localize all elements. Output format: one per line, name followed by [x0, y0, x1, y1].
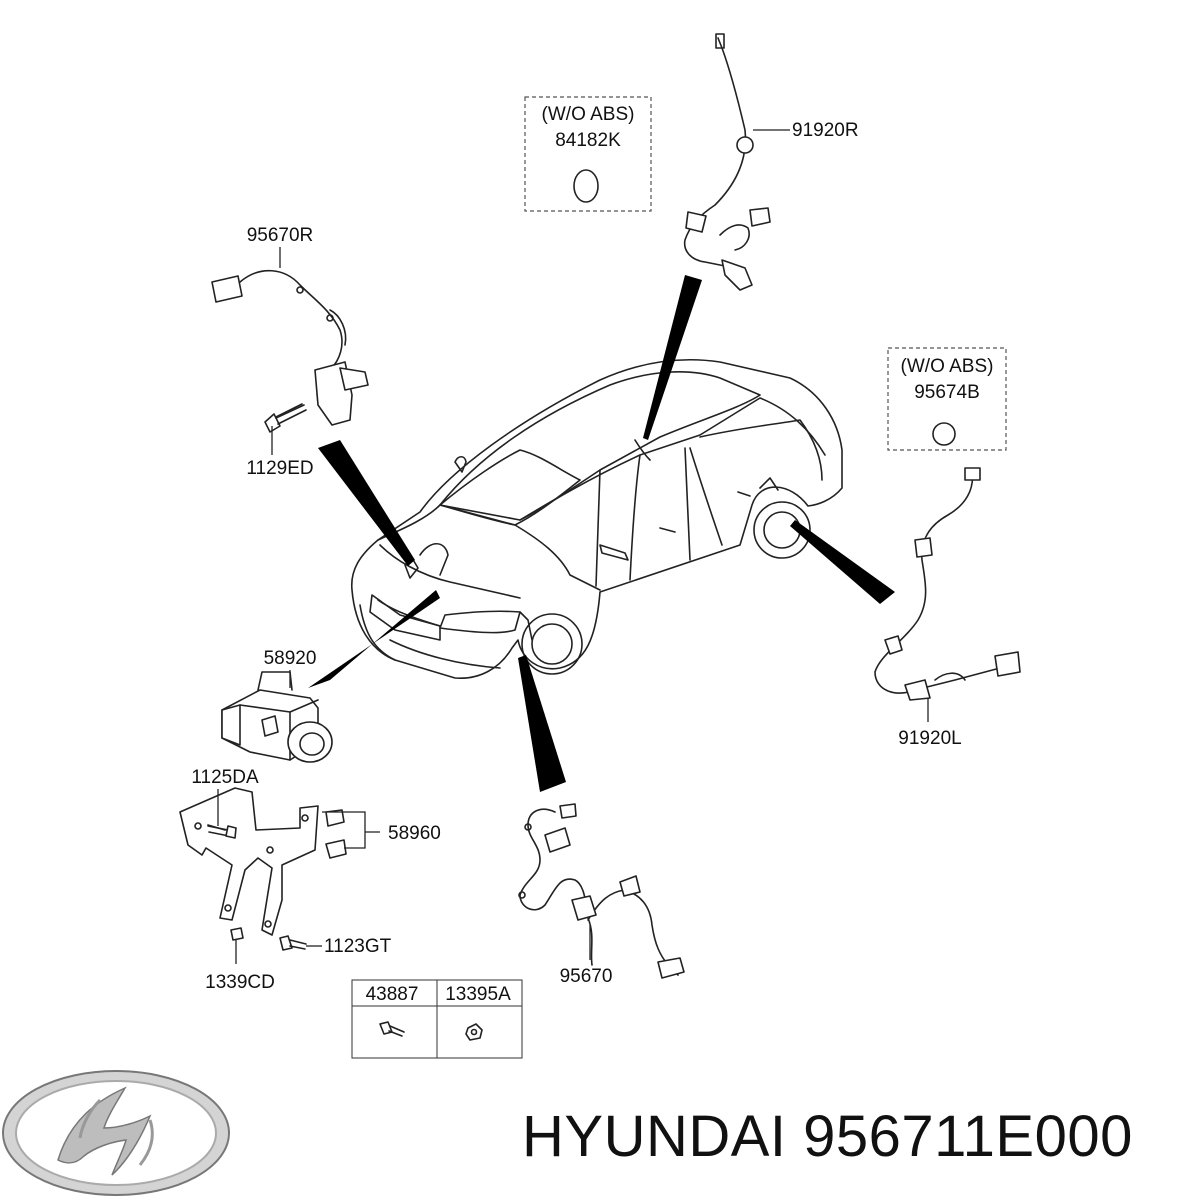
abs-module	[221, 671, 333, 763]
box-1-condition: (W/O ABS)	[542, 104, 635, 125]
wedge-front-wheel	[518, 655, 566, 792]
fastener-table: 43887 13395A	[351, 979, 523, 1059]
box-2-condition: (W/O ABS)	[901, 356, 994, 377]
part-labels: 95670R 1129ED 58920 1125DA 58960 1123GT …	[191, 120, 961, 993]
without-abs-box-1: (W/O ABS) 84182K	[524, 96, 652, 212]
table-header-1: 13395A	[445, 984, 511, 1005]
label-1125DA: 1125DA	[191, 767, 259, 788]
speed-sensor-lh-front	[518, 803, 685, 979]
label-95670: 95670	[560, 966, 613, 987]
callout-wedges	[308, 275, 895, 792]
label-95670R: 95670R	[247, 225, 314, 246]
rear-cable-lh	[874, 467, 1021, 701]
wedge-rear-right	[643, 275, 702, 440]
box-1-part-number: 84182K	[555, 130, 621, 151]
label-58960: 58960	[388, 823, 441, 844]
rear-cable-rh	[683, 33, 771, 291]
wedge-abs-module	[308, 590, 440, 688]
speed-sensor-rh-front	[211, 269, 369, 433]
wedge-front-sensor	[318, 440, 415, 566]
table-header-0: 43887	[366, 984, 419, 1005]
nut-icon	[465, 1023, 483, 1041]
label-1129ED: 1129ED	[246, 458, 313, 479]
hyundai-logo	[2, 1070, 230, 1196]
brand-part-number: HYUNDAI 956711E000	[522, 1104, 1133, 1169]
bolt-icon	[379, 1021, 405, 1037]
box-2-part-number: 95674B	[914, 382, 980, 403]
without-abs-box-2: (W/O ABS) 95674B	[887, 347, 1007, 451]
sensor-ring-icon	[932, 422, 956, 446]
label-91920R: 91920R	[792, 120, 859, 141]
label-58920: 58920	[264, 648, 317, 669]
label-1123GT: 1123GT	[324, 936, 392, 957]
label-91920L: 91920L	[898, 728, 961, 749]
car-illustration	[351, 358, 843, 679]
wedge-rear-left	[790, 520, 895, 604]
sensor-ring-icon	[573, 169, 599, 203]
label-1339CD: 1339CD	[205, 972, 275, 993]
abs-bracket	[179, 787, 347, 951]
